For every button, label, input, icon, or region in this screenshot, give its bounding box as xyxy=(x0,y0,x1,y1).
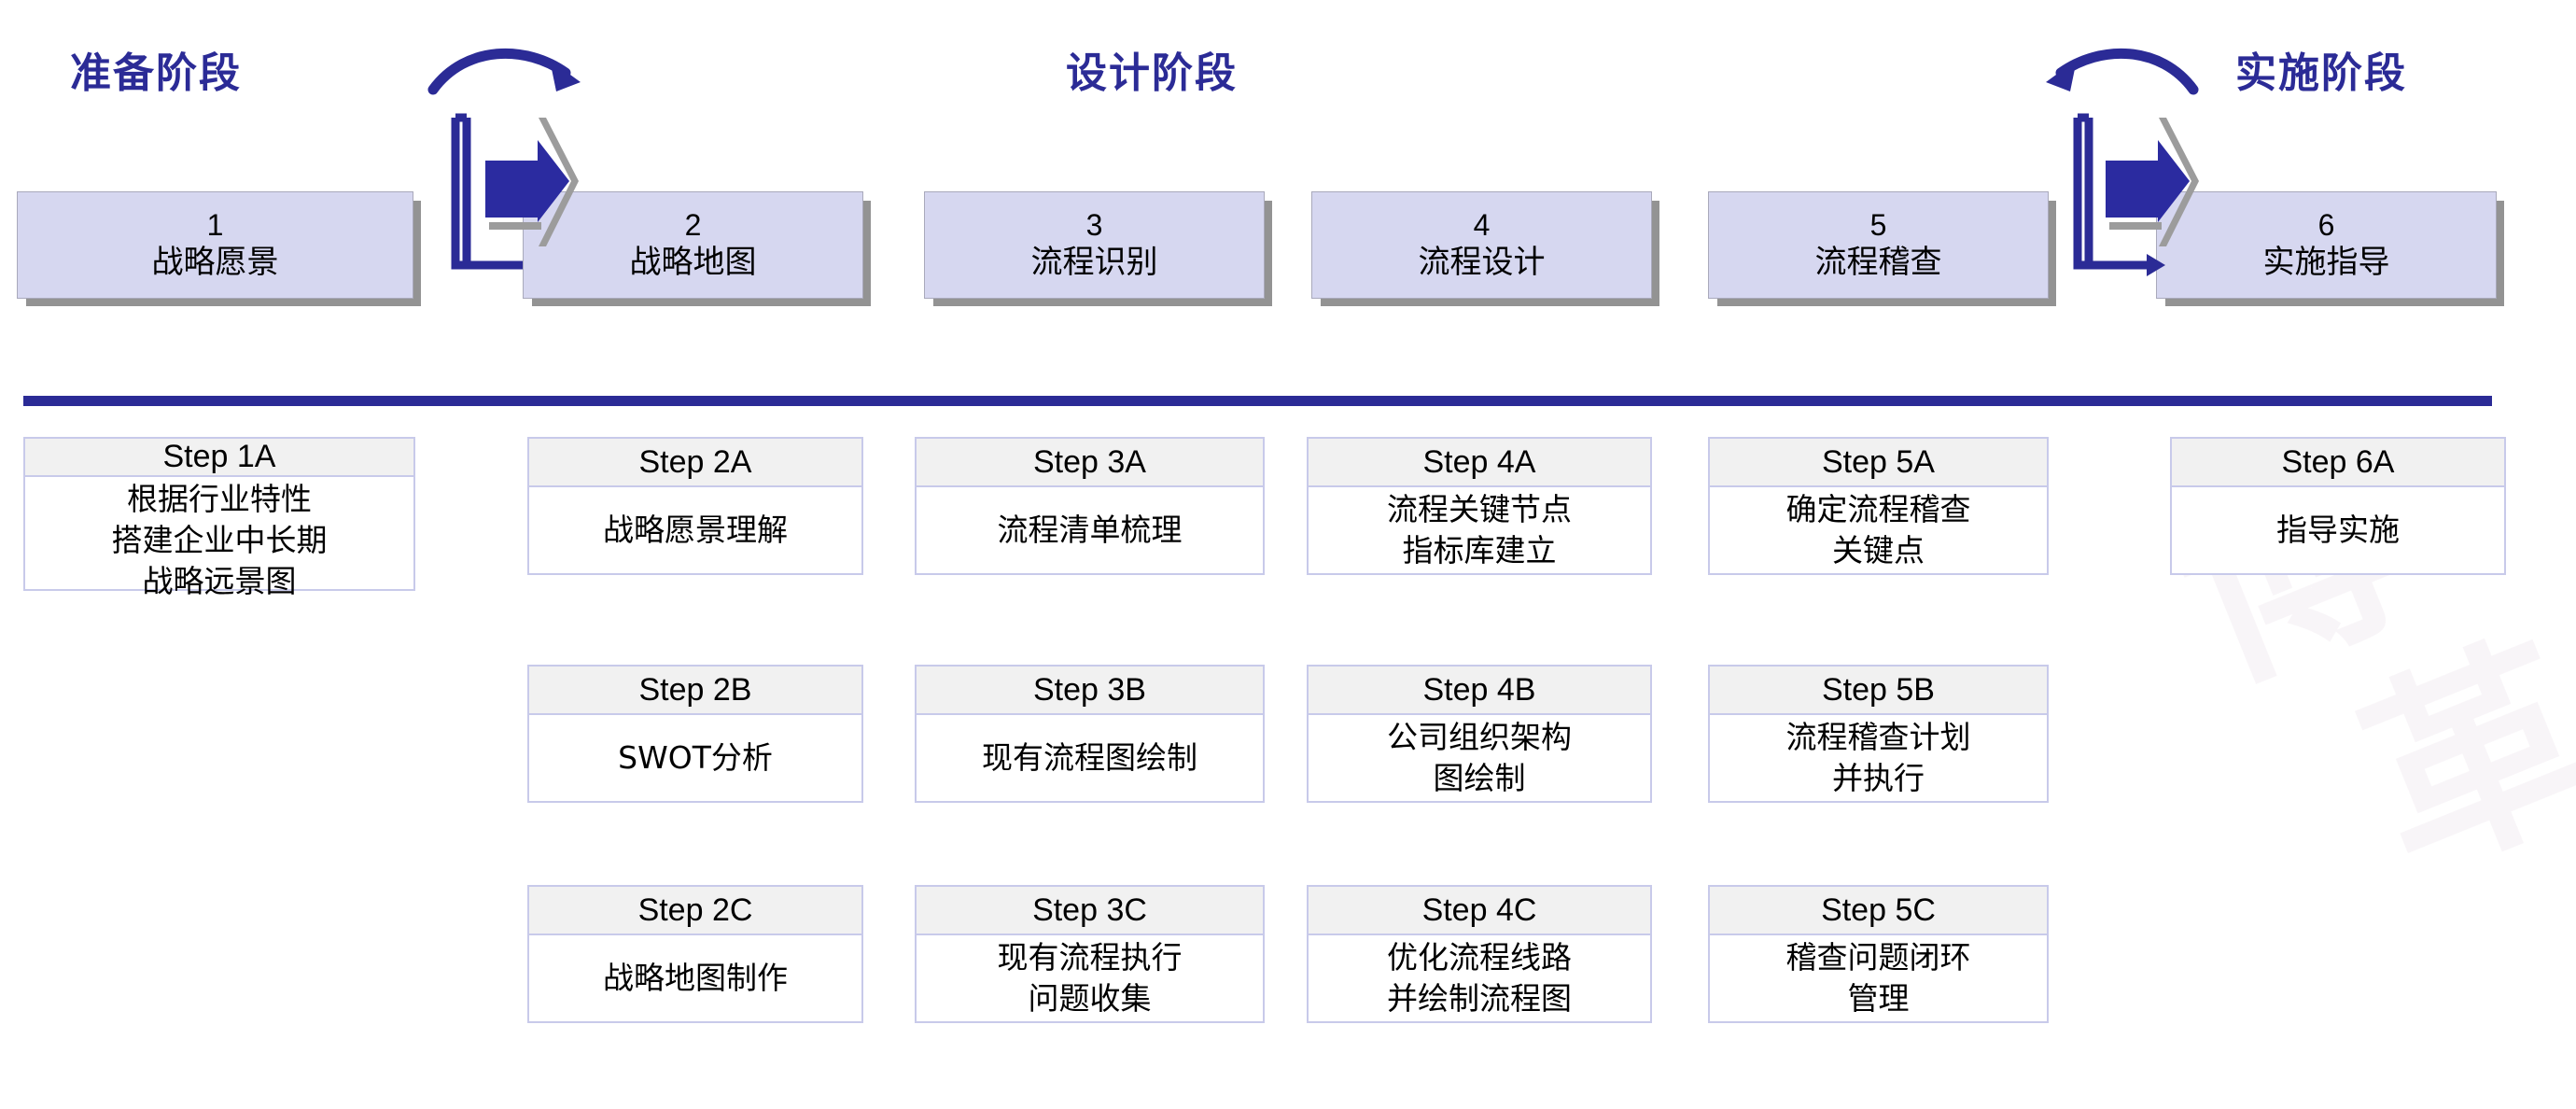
step-card-title: Step 3C xyxy=(917,887,1263,935)
curved-arrow-right-icon xyxy=(427,48,581,95)
step-card-4c[interactable]: Step 4C 优化流程线路 并绘制流程图 xyxy=(1307,885,1652,1023)
phase-number: 4 xyxy=(1473,208,1491,243)
block-arrow-right-icon xyxy=(485,140,569,230)
step-card-text: SWOT分析 xyxy=(618,739,773,777)
bracket-icon xyxy=(451,113,523,270)
step-card-2a[interactable]: Step 2A 战略愿景理解 xyxy=(527,437,863,575)
step-card-title: Step 5C xyxy=(1710,887,2047,935)
phase-number: 6 xyxy=(2317,208,2335,243)
step-card-text: 流程清单梳理 xyxy=(997,512,1183,549)
phase-number: 5 xyxy=(1869,208,1887,243)
step-card-title: Step 4B xyxy=(1309,667,1650,715)
phase-label: 流程稽查 xyxy=(1814,243,1942,281)
stage-title-preparation: 准备阶段 xyxy=(70,50,242,96)
step-card-5a[interactable]: Step 5A 确定流程稽查 关键点 xyxy=(1708,437,2049,575)
step-card-1a[interactable]: Step 1A 根据行业特性 搭建企业中长期 战略远景图 xyxy=(23,437,415,599)
step-card-title: Step 4A xyxy=(1309,439,1650,487)
step-card-text: 优化流程线路 并绘制流程图 xyxy=(1387,939,1572,1017)
step-card-title: Step 4C xyxy=(1309,887,1650,935)
connector-5-to-6 xyxy=(2016,24,2212,304)
step-card-text: 现有流程执行 问题收集 xyxy=(997,939,1183,1017)
watermark-glyph: 革 xyxy=(2331,604,2576,917)
phase-box-5[interactable]: 5 流程稽查 xyxy=(1708,191,2049,299)
curved-arrow-left-icon xyxy=(2046,48,2199,95)
step-card-3a[interactable]: Step 3A 流程清单梳理 xyxy=(915,437,1265,575)
phase-box-3[interactable]: 3 流程识别 xyxy=(924,191,1265,299)
step-card-3c[interactable]: Step 3C 现有流程执行 问题收集 xyxy=(915,885,1265,1023)
step-card-title: Step 5A xyxy=(1710,439,2047,487)
chevron-shadow xyxy=(539,118,579,246)
phase-label: 流程设计 xyxy=(1418,243,1546,281)
bracket-icon xyxy=(2073,113,2165,276)
step-card-text: 稽查问题闭环 管理 xyxy=(1785,939,1971,1017)
step-card-title: Step 2A xyxy=(529,439,861,487)
step-card-title: Step 6A xyxy=(2172,439,2504,487)
step-card-text: 流程关键节点 指标库建立 xyxy=(1387,491,1572,569)
step-card-text: 指导实施 xyxy=(2276,512,2400,549)
phase-label: 战略地图 xyxy=(629,243,757,281)
step-card-6a[interactable]: Step 6A 指导实施 xyxy=(2170,437,2506,575)
phase-number: 2 xyxy=(684,208,702,243)
step-card-title: Step 5B xyxy=(1710,667,2047,715)
step-card-text: 现有流程图绘制 xyxy=(982,739,1197,777)
step-card-text: 战略愿景理解 xyxy=(603,512,788,549)
step-card-3b[interactable]: Step 3B 现有流程图绘制 xyxy=(915,665,1265,803)
phase-box-6[interactable]: 6 实施指导 xyxy=(2156,191,2497,299)
step-card-text: 流程稽查计划 并执行 xyxy=(1785,719,1971,796)
step-card-text: 战略地图制作 xyxy=(603,960,788,997)
phase-label: 流程识别 xyxy=(1030,243,1158,281)
phase-label: 战略愿景 xyxy=(151,243,279,281)
phase-box-1[interactable]: 1 战略愿景 xyxy=(17,191,413,299)
section-divider xyxy=(23,396,2492,406)
stage-title-design: 设计阶段 xyxy=(1066,50,1238,96)
step-card-2b[interactable]: Step 2B SWOT分析 xyxy=(527,665,863,803)
phase-number: 3 xyxy=(1085,208,1103,243)
step-card-text: 根据行业特性 搭建企业中长期 战略远景图 xyxy=(111,481,328,599)
step-card-5c[interactable]: Step 5C 稽查问题闭环 管理 xyxy=(1708,885,2049,1023)
step-card-5b[interactable]: Step 5B 流程稽查计划 并执行 xyxy=(1708,665,2049,803)
stage-title-implementation: 实施阶段 xyxy=(2235,50,2407,96)
step-card-4b[interactable]: Step 4B 公司组织架构 图绘制 xyxy=(1307,665,1652,803)
connector-1-to-2 xyxy=(414,24,601,304)
phase-number: 1 xyxy=(206,208,224,243)
chevron-shadow xyxy=(2159,118,2199,246)
step-card-title: Step 2B xyxy=(529,667,861,715)
step-card-text: 公司组织架构 图绘制 xyxy=(1387,719,1572,796)
step-card-title: Step 1A xyxy=(25,439,413,477)
phase-box-2[interactable]: 2 战略地图 xyxy=(523,191,863,299)
block-arrow-right-icon xyxy=(2106,140,2190,230)
phase-label: 实施指导 xyxy=(2262,243,2390,281)
step-card-title: Step 3B xyxy=(917,667,1263,715)
step-card-4a[interactable]: Step 4A 流程关键节点 指标库建立 xyxy=(1307,437,1652,575)
step-card-text: 确定流程稽查 关键点 xyxy=(1785,491,1971,569)
step-card-title: Step 3A xyxy=(917,439,1263,487)
phase-box-4[interactable]: 4 流程设计 xyxy=(1311,191,1652,299)
step-card-2c[interactable]: Step 2C 战略地图制作 xyxy=(527,885,863,1023)
step-card-title: Step 2C xyxy=(529,887,861,935)
